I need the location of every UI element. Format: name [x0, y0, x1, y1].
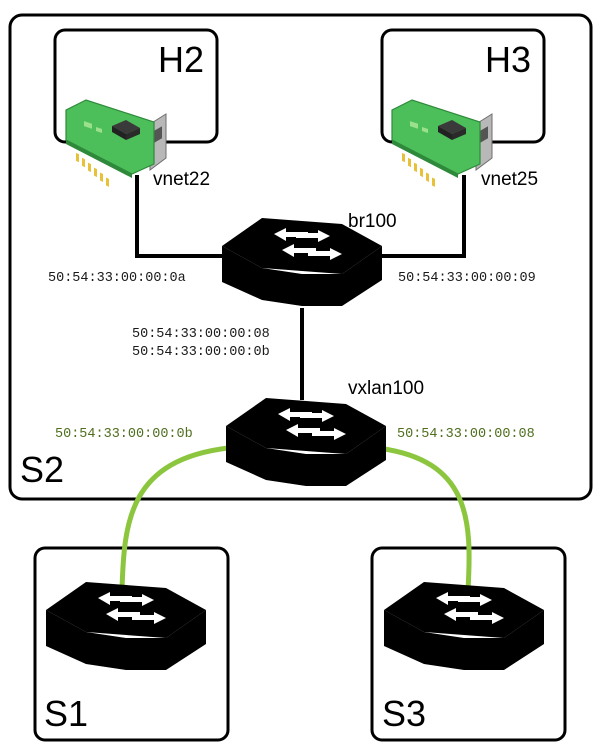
mac-br100-bottom-2: 50:54:33:00:00:0b	[132, 345, 270, 360]
switch-icon	[46, 582, 206, 670]
nic-card-icon	[391, 99, 493, 188]
br100-label: br100	[348, 211, 397, 232]
vnet25-label: vnet25	[481, 169, 538, 190]
s2-host-box	[8, 13, 593, 501]
s1-host-box	[33, 546, 230, 742]
s3-label: S3	[382, 693, 426, 734]
nic-card-icon	[65, 99, 167, 188]
h3-label: H3	[485, 39, 531, 80]
switch-icon	[384, 582, 544, 670]
link-vxlan100-s3	[377, 445, 472, 591]
mac-br100-left: 50:54:33:00:00:0a	[48, 271, 186, 286]
link-vnet25-br100	[378, 175, 466, 258]
mac-br100-bottom-1: 50:54:33:00:00:08	[132, 327, 270, 342]
switch-icon	[226, 398, 386, 486]
link-vnet22-br100	[135, 175, 225, 258]
vnet22-label: vnet22	[153, 169, 210, 190]
vxlan100-label: vxlan100	[348, 378, 424, 399]
mac-vxlan100-right: 50:54:33:00:00:08	[397, 427, 535, 442]
mac-vxlan100-left: 50:54:33:00:00:0b	[55, 427, 193, 442]
mac-br100-right: 50:54:33:00:00:09	[398, 271, 536, 286]
h2-label: H2	[158, 39, 204, 80]
link-vxlan100-s1	[119, 445, 229, 591]
s2-label: S2	[20, 449, 64, 490]
s1-label: S1	[44, 693, 88, 734]
